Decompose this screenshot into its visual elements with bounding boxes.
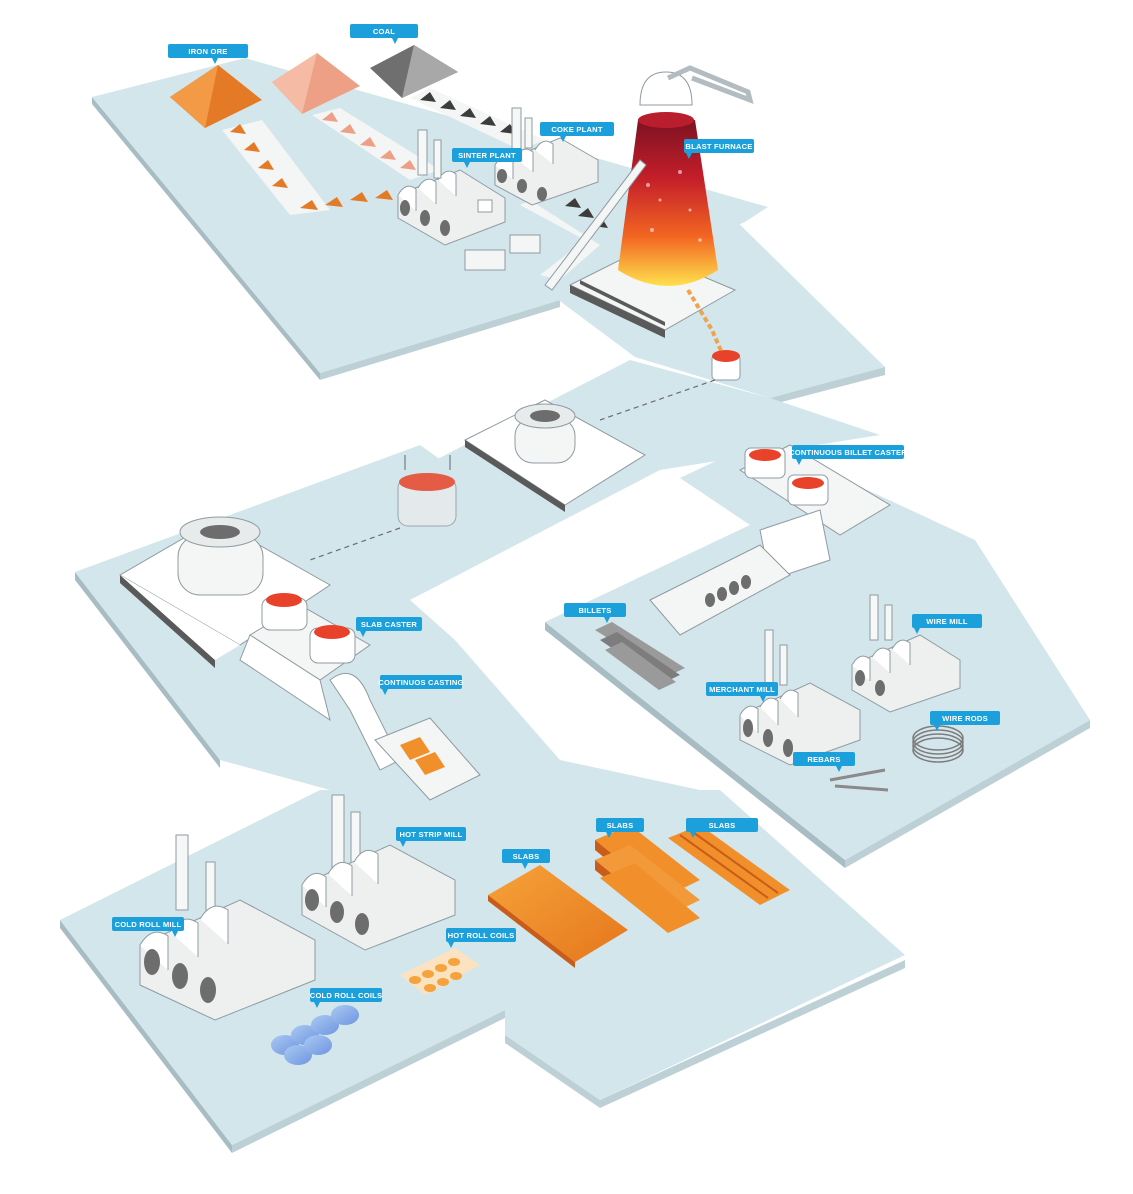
label-hot-roll-coils: HOT ROLL COILS: [446, 928, 516, 948]
svg-text:COLD ROLL MILL: COLD ROLL MILL: [115, 920, 182, 929]
upper-chimneys: [417, 107, 533, 179]
svg-text:SLABS: SLABS: [607, 821, 634, 830]
label-wire-mill: WIRE MILL: [912, 614, 982, 634]
continuous-casting-line: [329, 672, 481, 801]
ladle-transfer: [397, 455, 457, 527]
chimneys-right: [764, 594, 893, 686]
billet-caster: [649, 444, 891, 636]
sinter-plant-building: [397, 169, 541, 271]
hot-roll-coils: [400, 948, 480, 995]
tap-runner: [686, 288, 727, 361]
svg-text:IRON ORE: IRON ORE: [188, 47, 227, 56]
label-continuous-billet-caster: CONTINUOUS BILLET CASTER: [789, 445, 907, 465]
svg-text:CONTINUOS CASTING: CONTINUOS CASTING: [378, 678, 463, 687]
ladle-upper: [711, 350, 741, 381]
label-hot-strip-mill: HOT STRIP MILL: [396, 827, 466, 847]
svg-text:SLAB CASTER: SLAB CASTER: [361, 620, 418, 629]
svg-text:HOT ROLL COILS: HOT ROLL COILS: [448, 931, 515, 940]
label-iron-ore: IRON ORE: [168, 44, 248, 64]
transfer-path-2: [309, 527, 401, 561]
label-slabs-2: SLABS: [596, 818, 644, 838]
upper-platform-front: [320, 300, 560, 380]
hot-strip-mill-building: [301, 844, 456, 951]
billet-platform-side-left: [545, 622, 845, 868]
label-blast-furnace: BLAST FURNACE: [684, 139, 754, 159]
svg-text:HOT STRIP MILL: HOT STRIP MILL: [400, 830, 463, 839]
label-coal: COAL: [350, 24, 418, 44]
transfer-path-1: [599, 379, 716, 421]
svg-text:COAL: COAL: [373, 27, 395, 36]
slabs-stacked: [595, 825, 700, 933]
furnace-bubbles: [646, 170, 702, 242]
furnace-platform-front: [770, 367, 885, 405]
sinter-lumps: [322, 112, 416, 170]
label-cold-roll-mill: COLD ROLL MILL: [112, 917, 184, 937]
rolling-chimneys: [175, 794, 361, 915]
rebars-bundle: [829, 768, 889, 792]
svg-text:SLABS: SLABS: [513, 852, 540, 861]
merchant-mill-building: [739, 682, 861, 766]
label-cold-roll-coils: COLD ROLL COILS: [310, 988, 382, 1008]
slab-caster: [239, 593, 371, 722]
coke-feed-conveyor: [520, 200, 600, 280]
bof-upper: [463, 399, 646, 512]
label-continuous-casting: CONTINUOS CASTING: [378, 675, 463, 695]
blast-furnace: [544, 65, 754, 361]
label-slabs-1: SLABS: [502, 849, 550, 869]
labels: IRON ORE COAL COKE PLANT SINTER PLANT BL…: [112, 24, 1000, 1008]
svg-text:BLAST FURNACE: BLAST FURNACE: [685, 142, 752, 151]
cold-roll-mill-building: [139, 899, 316, 1021]
cold-roll-coils: [271, 1005, 359, 1065]
slab-platform-side: [75, 572, 220, 768]
iron-ore-lumps: [230, 124, 393, 210]
skip-incline: [544, 159, 647, 291]
label-billets: BILLETS: [564, 603, 626, 623]
svg-text:BILLETS: BILLETS: [578, 606, 611, 615]
upper-platform-side: [92, 97, 320, 380]
svg-text:SLABS: SLABS: [709, 821, 736, 830]
slabs-bars: [668, 825, 790, 905]
svg-text:WIRE MILL: WIRE MILL: [926, 617, 968, 626]
billet-rolls: [705, 575, 751, 607]
label-sinter-plant: SINTER PLANT: [452, 148, 522, 168]
furnace-body: [618, 120, 718, 286]
svg-text:COLD ROLL COILS: COLD ROLL COILS: [310, 991, 382, 1000]
billet-platform-side: [845, 720, 1090, 868]
svg-text:CONTINUOUS BILLET CASTER: CONTINUOUS BILLET CASTER: [789, 448, 907, 457]
svg-text:REBARS: REBARS: [807, 755, 840, 764]
svg-text:WIRE RODS: WIRE RODS: [942, 714, 988, 723]
label-wire-rods: WIRE RODS: [930, 711, 1000, 731]
billets-stack: [595, 622, 685, 690]
wire-mill-building: [851, 634, 961, 713]
raw-materials: [170, 45, 608, 280]
furnace-hood: [639, 71, 693, 106]
iron-ore-conveyor: [222, 120, 330, 215]
label-rebars: REBARS: [793, 752, 855, 772]
label-coke-plant: COKE PLANT: [540, 122, 614, 142]
svg-text:COKE PLANT: COKE PLANT: [551, 125, 603, 134]
label-merchant-mill: MERCHANT MILL: [706, 682, 778, 702]
svg-text:SINTER PLANT: SINTER PLANT: [458, 151, 516, 160]
rolling-platform-front: [232, 1010, 505, 1153]
slabs-flat: [488, 865, 628, 968]
label-slabs-3: SLABS: [686, 818, 758, 838]
label-slab-caster: SLAB CASTER: [356, 617, 422, 637]
coal-conveyor: [410, 88, 545, 150]
svg-text:MERCHANT MILL: MERCHANT MILL: [709, 685, 775, 694]
rolling-platform-side: [60, 920, 232, 1153]
furnace-pipe: [666, 65, 754, 105]
